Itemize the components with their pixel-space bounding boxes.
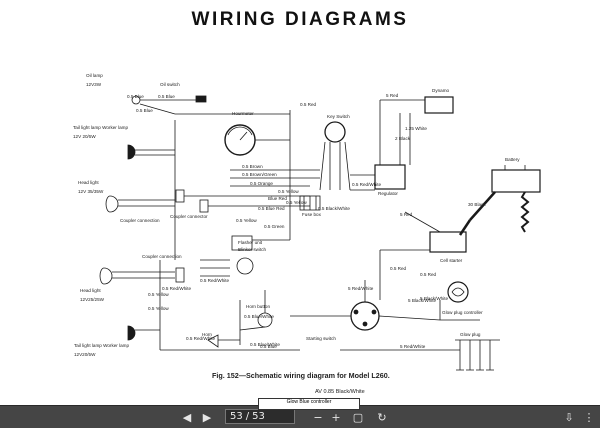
next-page-line-1: AV 0.85 Black/White	[315, 389, 365, 395]
download-icon[interactable]: ⇩	[564, 410, 574, 424]
label-coupler-connection-top: Coupler connection	[120, 218, 160, 223]
label-hourmeter: Hourmeter	[232, 111, 254, 116]
label-blinker-switch: Blinker switch	[238, 247, 267, 252]
figure-caption: Fig. 152—Schematic wiring diagram for Mo…	[212, 371, 390, 380]
label-red-white-e: 0.5 Red/White	[186, 336, 216, 341]
label-blue-white-c: 0.5 Blue/White	[250, 342, 280, 347]
label-starting-switch: Starting switch	[306, 336, 336, 341]
label-oil-switch: Oil switch	[160, 82, 180, 87]
total-pages: 53	[252, 411, 265, 422]
zoom-out-icon[interactable]: −	[313, 410, 323, 424]
label-horn-button: Horn button	[246, 304, 270, 309]
label-battery: Battery	[505, 157, 520, 162]
label-black-2: 2 Black	[395, 136, 411, 141]
next-page-line-2: Glow Blue controller	[286, 399, 332, 405]
label-yellow-c: 0.5 Yellow	[236, 218, 257, 223]
document-page: WIRING DIAGRAMS	[0, 0, 600, 405]
label-dynamo: Dynamo	[432, 88, 450, 93]
label-fuse-box: Fuse box	[302, 212, 322, 217]
regulator	[374, 164, 406, 190]
label-key-switch: Key Switch	[327, 114, 350, 119]
page-separator: /	[245, 411, 250, 422]
label-blue-red-a: Blue Red	[268, 196, 287, 201]
label-brown: 0.5 Brown	[242, 164, 263, 169]
label-blue-d: 0.5 Blue	[260, 344, 277, 349]
label-red-5b: 5 Red	[400, 212, 413, 217]
label-oil-lamp: Oil lamp	[86, 73, 103, 78]
label-glow-plug-controller: Glow plug controller	[442, 310, 483, 315]
zoom-in-icon[interactable]: +	[331, 410, 341, 424]
label-black-white-a: 0.5 Black/White	[318, 206, 350, 211]
label-125-white: 1.25 White	[405, 126, 427, 131]
label-tail-worker-rating-top: 12V 20/5W	[73, 134, 96, 139]
label-glow-plug: Glow plug	[460, 332, 481, 337]
battery	[491, 169, 541, 193]
label-blue-c: 0.5 Blue	[136, 108, 153, 113]
label-oil-lamp-rating: 12V3W	[86, 82, 102, 87]
label-head-light-top-rating: 12V 35/35W	[78, 189, 104, 194]
label-green-a: 0.5 Green	[264, 224, 285, 229]
label-blue-red-b: 0.5 Blue Red	[258, 206, 285, 211]
label-black-30: 30 Black	[468, 202, 486, 207]
page-number-input[interactable]: 53 / 53	[225, 409, 295, 424]
fit-page-icon[interactable]: ▢	[352, 410, 364, 424]
label-red-white-a: 0.5 Red/White	[352, 182, 382, 187]
label-red-d2: 0.5 Red	[420, 272, 437, 277]
label-tail-worker-top: Tail light lamp Worker lamp	[73, 125, 129, 130]
next-page-icon[interactable]: ▶	[202, 410, 212, 424]
blinker-switch	[236, 257, 254, 275]
label-tail-worker-bottom: Tail light lamp Worker lamp	[74, 343, 130, 348]
label-head-light-top: Head light	[78, 180, 99, 185]
label-flasher-unit: Flasher unit	[238, 240, 263, 245]
label-red-white-c: 0.5 Red/White	[162, 286, 192, 291]
label-yellow-b: 0.5 Yellow	[286, 200, 307, 205]
label-tail-worker-rating-bottom: 12V20/5W	[74, 352, 96, 357]
wiring-diagram: Oil lamp 12V3W Oil switch 0.5 Blue 0.5 B…	[73, 73, 541, 395]
label-black-white-c: 5 Black/White	[420, 296, 449, 301]
label-head-light-bottom-rating: 12V25/25W	[80, 297, 105, 302]
label-orange: 0.5 Orange	[250, 181, 273, 186]
label-red-white-b: 0.5 Red/White	[200, 278, 230, 283]
label-blue-white-b: 0.5 Blue/White	[244, 314, 274, 319]
label-yellow-e: 0.5 Yellow	[148, 306, 169, 311]
more-options-icon[interactable]: ⋮	[583, 410, 595, 424]
label-red-d: 0.5 Red	[390, 266, 407, 271]
dynamo	[424, 96, 454, 114]
label-coupler-connection-bottom: Coupler connection	[142, 254, 182, 259]
rotate-icon[interactable]: ↻	[377, 410, 387, 424]
cell-starter	[429, 231, 467, 253]
label-blue-a: 0.5 Blue	[127, 94, 144, 99]
label-s-red: 5 Red	[386, 93, 399, 98]
key-switch	[324, 121, 346, 143]
label-cell-starter: Cell starter	[440, 258, 463, 263]
glow-plug-controller	[447, 281, 469, 303]
label-red-white-d: 5 Red/White	[348, 286, 374, 291]
label-yellow-a: 0.5 Yellow	[278, 189, 299, 194]
page-title: WIRING DIAGRAMS	[191, 9, 409, 30]
label-black-white-b: 5 Black/White	[408, 298, 437, 303]
label-horn: Horn	[202, 332, 212, 337]
next-page-preview: Glow Blue controller	[258, 398, 360, 410]
label-head-light-bottom: Head light	[80, 288, 101, 293]
label-blue-b: 0.5 Blue	[158, 94, 175, 99]
label-red-white-f: 5 Red/White	[400, 344, 426, 349]
label-brown-green: 0.5 Brown/Green	[242, 172, 277, 177]
label-regulator: Regulator	[378, 191, 398, 196]
label-yellow-d: 0.5 Yellow	[148, 292, 169, 297]
label-coupler-connector: Coupler connector	[170, 214, 208, 219]
label-red-a: 0.5 Red	[300, 102, 317, 107]
flasher-unit	[231, 235, 253, 251]
prev-page-icon[interactable]: ◀	[182, 410, 192, 424]
current-page: 53	[230, 411, 243, 422]
